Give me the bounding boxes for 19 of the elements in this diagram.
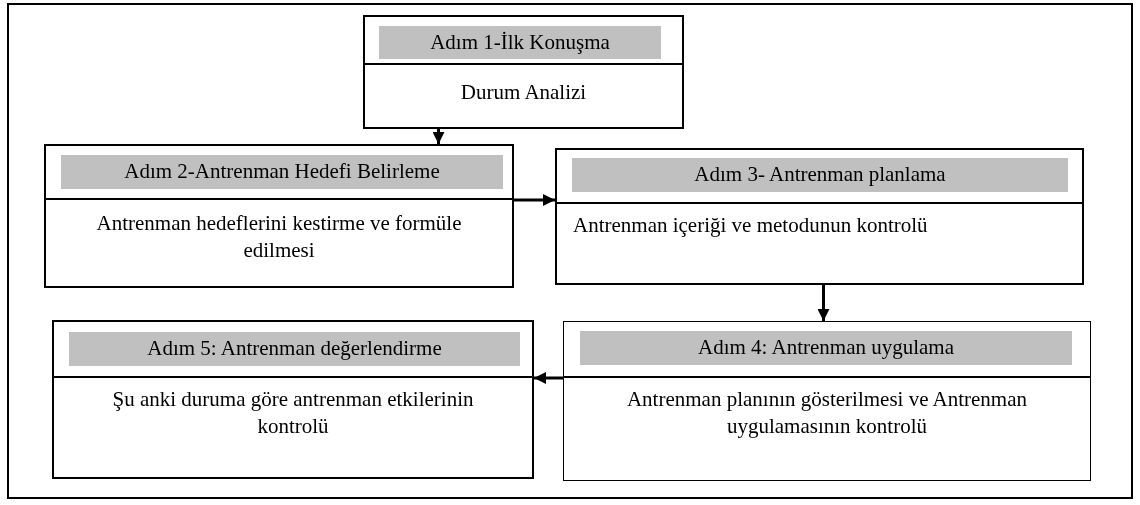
arrow <box>817 285 830 321</box>
step-heading: Adım 2-Antrenman Hedefi Belirleme <box>61 155 503 189</box>
step-description: Durum Analizi <box>459 79 588 106</box>
step-heading: Adım 4: Antrenman uygulama <box>580 331 1072 365</box>
arrow <box>534 372 563 384</box>
process-box <box>555 148 1084 285</box>
process-box <box>44 144 514 288</box>
step-description: Antrenman içeriği ve metodunun kontrolü <box>572 212 929 239</box>
process-box <box>563 321 1091 481</box>
process-box <box>363 15 684 129</box>
step-description: Şu anki duruma göre antrenman etkilerinin kontrolü <box>111 386 475 440</box>
step-heading: Adım 3- Antrenman planlama <box>572 158 1068 192</box>
step-description: Antrenman planının gösterilmesi ve Antrenman uygulamasının kontrolü <box>625 386 1029 440</box>
step-heading: Adım 1-İlk Konuşma <box>379 26 661 59</box>
process-box <box>52 320 534 479</box>
arrow <box>514 194 555 206</box>
step-description: Antrenman hedeflerini kestirme ve formüle edilmesi <box>95 210 463 264</box>
step-heading: Adım 5: Antrenman değerlendirme <box>69 332 520 366</box>
arrow <box>432 129 445 144</box>
